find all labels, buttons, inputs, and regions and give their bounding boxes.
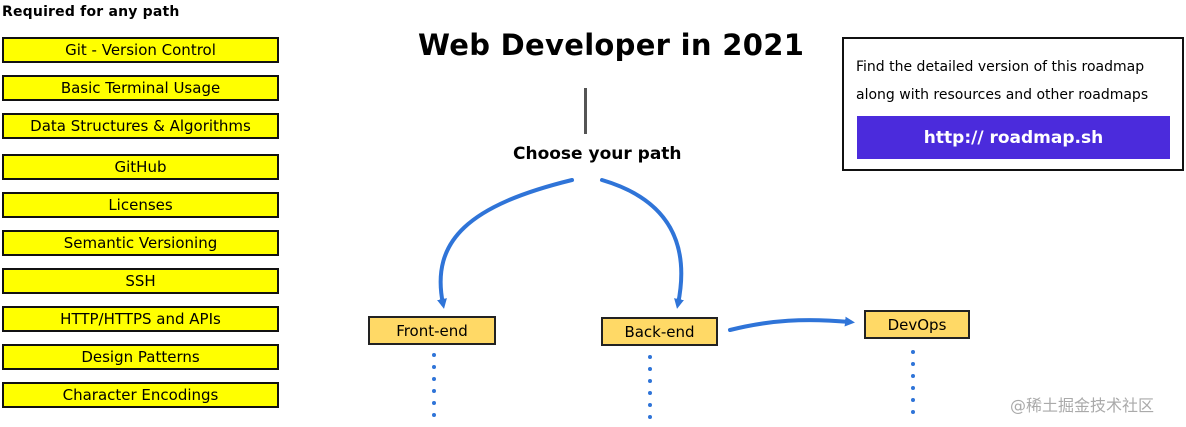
topic-git[interactable]: Git - Version Control: [2, 37, 279, 63]
page-title: Web Developer in 2021: [418, 28, 805, 62]
title-connector-line: [584, 88, 587, 134]
choose-path-label: Choose your path: [513, 144, 682, 164]
topic-terminal[interactable]: Basic Terminal Usage: [2, 75, 279, 101]
topic-licenses[interactable]: Licenses: [2, 192, 279, 218]
info-text: Find the detailed version of this roadma…: [856, 59, 1149, 103]
arrow-to-backend: [600, 178, 684, 309]
watermark: @稀土掘金技术社区: [1010, 396, 1155, 415]
frontend-dotted-line: [432, 353, 436, 417]
frontend-node[interactable]: Front-end: [368, 316, 496, 345]
devops-node[interactable]: DevOps: [864, 310, 970, 339]
backend-node[interactable]: Back-end: [601, 317, 718, 346]
topic-github[interactable]: GitHub: [2, 154, 279, 180]
topic-data-structures[interactable]: Data Structures & Algorithms: [2, 113, 279, 139]
topic-semver[interactable]: Semantic Versioning: [2, 230, 279, 256]
required-section-title: Required for any path: [2, 4, 180, 20]
backend-dotted-line: [648, 355, 652, 419]
topic-http-apis[interactable]: HTTP/HTTPS and APIs: [2, 306, 279, 332]
roadmap-info-box: Find the detailed version of this roadma…: [842, 37, 1184, 171]
roadmap-link-button[interactable]: http:// roadmap.sh: [857, 116, 1170, 159]
arrow-to-frontend: [437, 178, 574, 309]
devops-dotted-line: [911, 350, 915, 414]
topic-ssh[interactable]: SSH: [2, 268, 279, 294]
arrow-to-devops: [728, 316, 855, 332]
topic-design-patterns[interactable]: Design Patterns: [2, 344, 279, 370]
topic-char-encodings[interactable]: Character Encodings: [2, 382, 279, 408]
